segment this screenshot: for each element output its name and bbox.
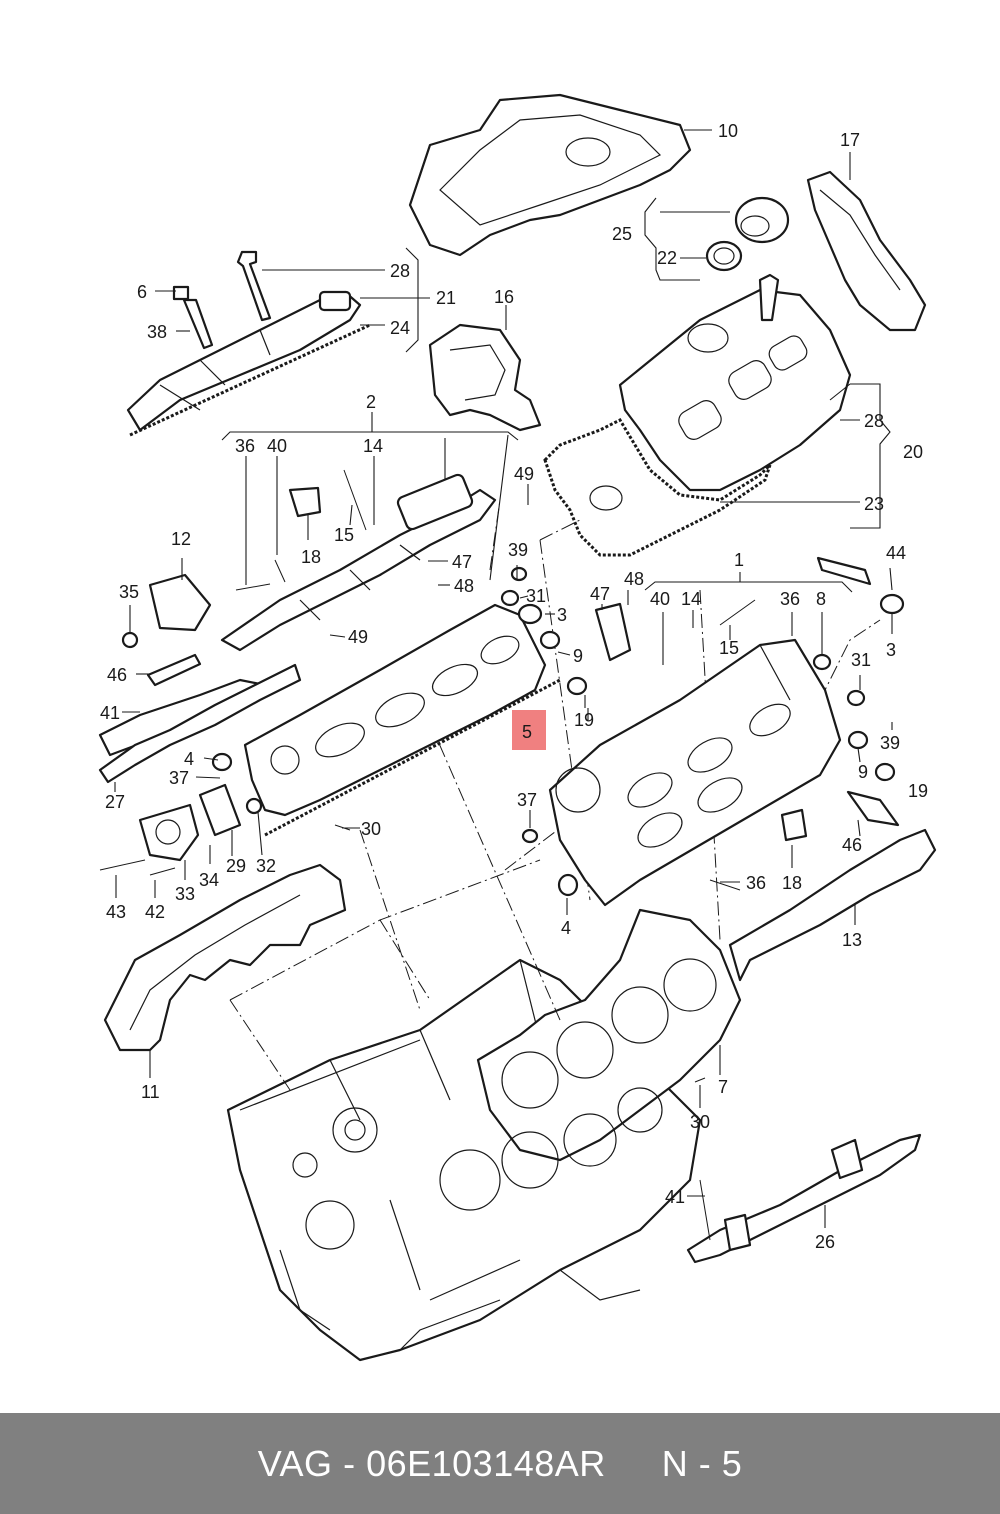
- callout-40b: 40: [650, 589, 670, 609]
- callout-35: 35: [119, 582, 139, 602]
- callout-18a: 18: [301, 547, 321, 567]
- bolt-28: [236, 250, 272, 322]
- intake-pipe-17: [806, 170, 927, 332]
- callout-49a: 49: [514, 464, 534, 484]
- callout-3b: 3: [886, 640, 896, 660]
- bolt-38: [172, 285, 214, 350]
- valve-cover-right: [618, 273, 852, 492]
- callout-16: 16: [494, 287, 514, 307]
- callout-14b: 14: [681, 589, 701, 609]
- callout-14a: 14: [363, 436, 383, 456]
- callout-11: 11: [141, 1082, 160, 1102]
- callout-12: 12: [171, 529, 191, 549]
- callout-18b: 18: [782, 873, 802, 893]
- callout-48a: 48: [454, 576, 474, 596]
- exploded-parts-diagram: 5: [98, 93, 937, 1362]
- highlight-part-5: [512, 710, 546, 750]
- callout-8: 8: [816, 589, 826, 609]
- callout-9a: 9: [573, 646, 583, 666]
- gasket-strip-5: [264, 678, 561, 837]
- callout-28b: 28: [864, 411, 884, 431]
- callout-36c: 36: [746, 873, 766, 893]
- callout-43: 43: [106, 902, 126, 922]
- footer-position-code: N - 5: [661, 1442, 743, 1484]
- callout-31b: 31: [851, 650, 871, 670]
- callout-41b: 41: [665, 1187, 685, 1207]
- footer-dash: -: [343, 1442, 356, 1484]
- callout-7: 7: [718, 1077, 728, 1097]
- footer-part-number: 06E103148AR: [366, 1442, 606, 1484]
- callout-32: 32: [256, 856, 276, 876]
- callout-19a: 19: [574, 710, 594, 730]
- camshaft-housing-2: [98, 473, 497, 757]
- callout-36a: 36: [235, 436, 255, 456]
- callout-23: 23: [864, 494, 884, 514]
- callout-1: 1: [734, 550, 744, 570]
- leader-lines: [114, 129, 893, 1228]
- callout-27: 27: [105, 792, 125, 812]
- callout-21: 21: [436, 288, 456, 308]
- callout-37a: 37: [169, 768, 189, 788]
- callout-28a: 28: [390, 261, 410, 281]
- footer-brand: VAG: [257, 1442, 333, 1484]
- callout-15a: 15: [334, 525, 354, 545]
- heat-shield-11: [103, 863, 347, 1052]
- callout-6: 6: [137, 282, 147, 302]
- callout-47a: 47: [452, 552, 472, 572]
- callout-33: 33: [175, 884, 195, 904]
- callout-19b: 19: [908, 781, 928, 801]
- callout-17: 17: [840, 130, 860, 150]
- bracket-26: [686, 1133, 922, 1264]
- callout-24: 24: [390, 318, 410, 338]
- callout-4b: 4: [561, 918, 571, 938]
- callout-29: 29: [226, 856, 246, 876]
- cylinder-head-left: [243, 603, 547, 817]
- callout-40a: 40: [267, 436, 287, 456]
- heat-shield-13: [728, 828, 937, 982]
- part-number-footer: VAG - 06E103148AR N - 5: [0, 1413, 1000, 1514]
- callout-15b: 15: [719, 638, 739, 658]
- callout-26: 26: [815, 1232, 835, 1252]
- callout-36b: 36: [780, 589, 800, 609]
- callout-39b: 39: [880, 733, 900, 753]
- callout-30a: 30: [361, 819, 381, 839]
- callout-48b: 48: [624, 569, 644, 589]
- callout-46b: 46: [842, 835, 862, 855]
- callout-41a: 41: [100, 703, 120, 723]
- bracket-27: [98, 663, 302, 784]
- callout-34: 34: [199, 870, 219, 890]
- callout-46a: 46: [107, 665, 127, 685]
- callout-31a: 31: [526, 586, 546, 606]
- callout-20: 20: [903, 442, 923, 462]
- cylinder-head-right: [548, 638, 842, 907]
- oil-cap-25: [705, 196, 790, 272]
- engine-cover-10: [408, 93, 692, 257]
- callout-37b: 37: [517, 790, 537, 810]
- callout-47b: 47: [590, 584, 610, 604]
- heat-shield-16: [428, 323, 542, 432]
- callout-10: 10: [718, 121, 738, 141]
- head-gasket: [476, 908, 742, 1162]
- callout-13: 13: [842, 930, 862, 950]
- callout-25: 25: [612, 224, 632, 244]
- valve-cover-left: [126, 290, 371, 437]
- callout-labels: 10 17 25 22 28 6 21 38 24 16 2 36 40 14 …: [100, 121, 928, 1252]
- callout-49b: 49: [348, 627, 368, 647]
- callout-42: 42: [145, 902, 165, 922]
- callout-38: 38: [147, 322, 167, 342]
- highlight-label: 5: [522, 722, 532, 742]
- callout-39a: 39: [508, 540, 528, 560]
- callout-9b: 9: [858, 762, 868, 782]
- callout-44: 44: [886, 543, 906, 563]
- small-parts: [99, 469, 905, 1241]
- callout-3a: 3: [557, 605, 567, 625]
- valve-cover-gasket-23: [543, 418, 772, 557]
- callout-2: 2: [366, 392, 376, 412]
- block-deck: [439, 1087, 663, 1211]
- callout-4a: 4: [184, 749, 194, 769]
- callout-22: 22: [657, 248, 677, 268]
- callout-30b: 30: [690, 1112, 710, 1132]
